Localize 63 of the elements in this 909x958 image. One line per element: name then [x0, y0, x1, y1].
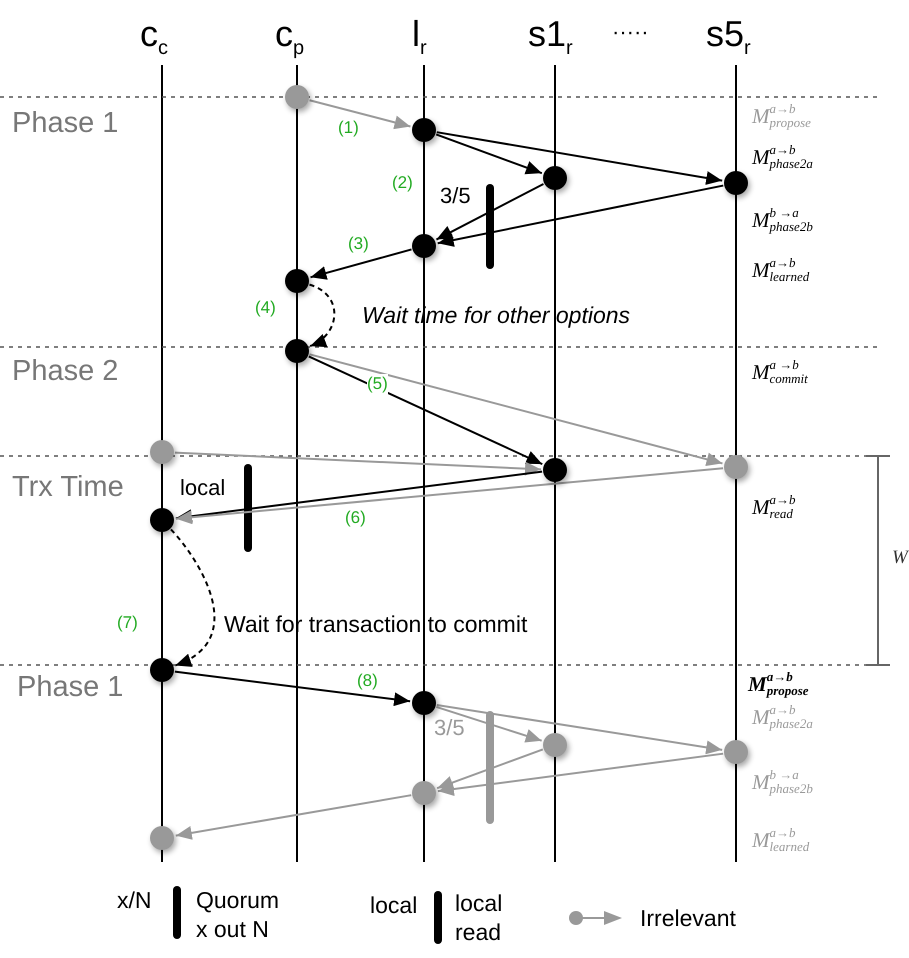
arrow — [436, 131, 722, 185]
arrow — [174, 452, 542, 476]
message-dot — [150, 440, 174, 464]
ellipsis: ····· — [612, 20, 649, 44]
arrow — [309, 99, 411, 130]
message-dot — [543, 166, 567, 190]
arrow — [309, 353, 723, 466]
message-dot — [412, 118, 436, 142]
arrow — [436, 706, 542, 742]
message-dot — [285, 85, 309, 109]
message-dot — [150, 826, 174, 850]
local-read-label: local — [180, 476, 226, 500]
lifeline-header: c$_{p}$ — [275, 14, 304, 59]
lifeline-header: s5$_{r}$ — [706, 14, 751, 59]
edge-label: (7) — [117, 613, 138, 633]
phase-label: Phase 2 — [12, 356, 118, 388]
message-dot — [150, 508, 174, 532]
message-dot — [543, 733, 567, 757]
lifeline-header: s1$_{r}$ — [528, 14, 573, 59]
message-dot — [150, 658, 174, 682]
message-dot — [724, 171, 748, 195]
quorum-symbol-label: x/N — [117, 888, 152, 914]
arrow — [174, 670, 410, 706]
message-dot — [724, 455, 748, 479]
edge-label: (3) — [348, 234, 369, 254]
lifeline-header: l$_{r}$ — [412, 14, 427, 59]
quorum-label: 3/5 — [434, 716, 465, 740]
legend-text: local read — [455, 889, 504, 946]
message-dot — [285, 269, 309, 293]
edge-label: (8) — [357, 671, 378, 691]
local-read-symbol-label: local — [370, 893, 418, 918]
arrow — [436, 134, 542, 174]
message-dot — [724, 740, 748, 764]
arrow — [436, 704, 722, 754]
arrow — [308, 356, 543, 466]
edge-label: (6) — [345, 508, 366, 528]
lifeline-header: c$_{c}$ — [140, 14, 168, 59]
legend-text: Irrelevant — [640, 904, 737, 933]
phase-label: Trx Time — [12, 472, 124, 504]
arrow — [310, 248, 412, 280]
arrow — [309, 284, 336, 348]
arrow — [176, 467, 724, 524]
edge-label: (4) — [255, 298, 276, 318]
edge-label: (5) — [367, 374, 388, 394]
message-dot — [543, 458, 567, 482]
arrow — [170, 528, 216, 666]
arrow — [436, 748, 544, 790]
message-dot — [285, 339, 309, 363]
arrow — [176, 794, 412, 840]
message-dot — [412, 691, 436, 715]
arrow — [438, 752, 724, 796]
message-dot — [412, 234, 436, 258]
edge-label: (1) — [338, 118, 359, 138]
phase-label: Phase 1 — [17, 672, 124, 704]
edge-label: (2) — [392, 173, 413, 193]
arrow — [436, 183, 544, 240]
message-dot — [412, 781, 436, 805]
arrow — [176, 470, 542, 524]
legend-text: Quorum x out N — [196, 886, 280, 944]
arrow — [438, 184, 724, 247]
dimension-label: W — [892, 548, 908, 569]
quorum-label: 3/5 — [440, 184, 471, 208]
phase-label: Phase 1 — [12, 108, 118, 140]
